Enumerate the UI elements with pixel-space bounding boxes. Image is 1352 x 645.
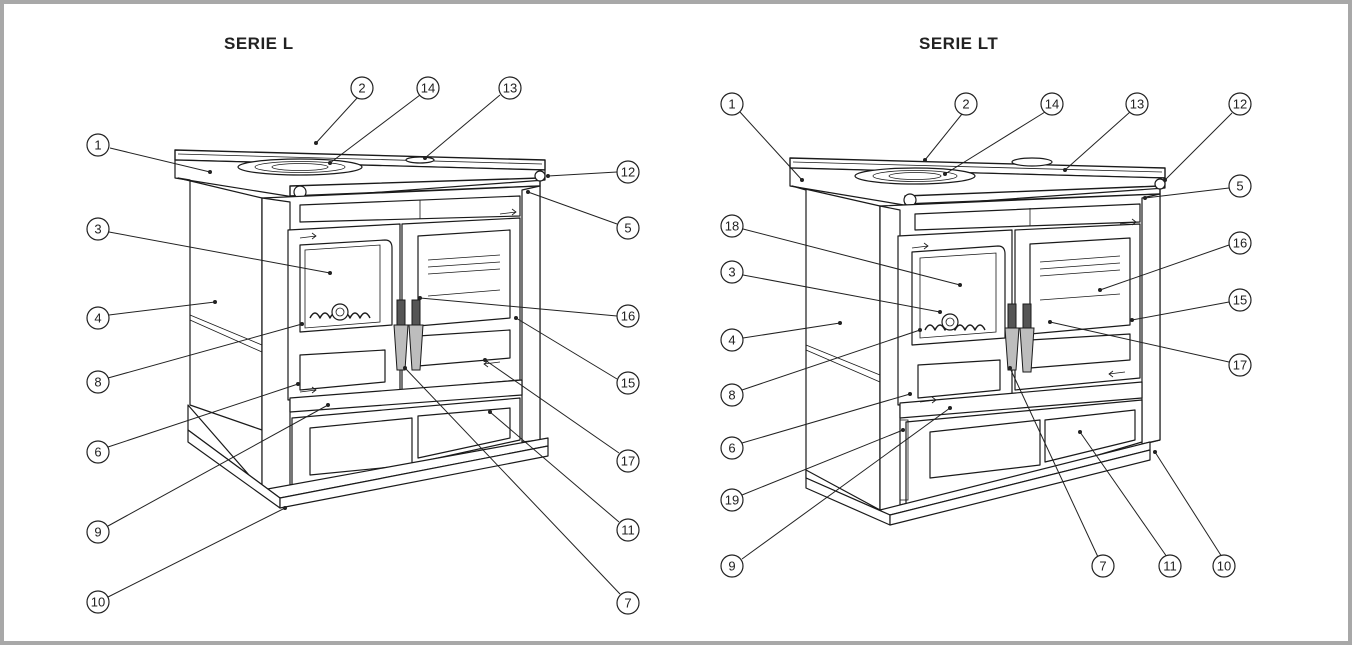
panel-title-serie-l: SERIE L [224, 34, 294, 53]
callout: 11 [1078, 430, 1182, 578]
callout-label: 3 [94, 222, 101, 237]
panel-title-serie-lt: SERIE LT [919, 34, 999, 53]
callout-label: 7 [1099, 559, 1106, 574]
callout-label: 15 [1233, 293, 1247, 308]
callout-label: 6 [728, 441, 735, 456]
callout: 14 [943, 92, 1064, 176]
callout-label: 10 [1217, 559, 1231, 574]
callout-label: 12 [621, 165, 635, 180]
callout: 16 [418, 296, 640, 328]
callout: 18 [720, 214, 962, 287]
callout: 3 [86, 217, 332, 275]
callout: 2 [314, 76, 374, 145]
callout-label: 5 [1236, 179, 1243, 194]
callout-label: 16 [1233, 236, 1247, 251]
callout: 8 [720, 328, 922, 407]
callout-label: 19 [725, 493, 739, 508]
callout-label: 11 [1163, 559, 1177, 574]
callout-label: 17 [1233, 358, 1247, 373]
callout-label: 9 [94, 525, 101, 540]
callout-label: 4 [94, 311, 101, 326]
callout: 9 [720, 406, 952, 578]
callout: 5 [1143, 174, 1252, 200]
callout: 19 [720, 428, 905, 512]
callout: 4 [720, 321, 842, 352]
callout-label: 2 [962, 97, 969, 112]
callout-label: 17 [621, 454, 635, 469]
callout-label: 14 [421, 81, 435, 96]
callout-label: 4 [728, 333, 735, 348]
callout-label: 13 [503, 81, 517, 96]
callout: 6 [86, 382, 300, 464]
stove-serie-lt [789, 157, 1166, 526]
callout-label: 16 [621, 309, 635, 324]
callout: 7 [1008, 366, 1115, 578]
callout-label: 11 [621, 523, 635, 538]
callout: 6 [720, 392, 912, 460]
callout-label: 1 [728, 97, 735, 112]
callout: 10 [1153, 450, 1236, 578]
callout: 13 [423, 76, 522, 160]
callout: 16 [1098, 231, 1252, 292]
callout-label: 8 [94, 375, 101, 390]
callout: 2 [923, 92, 978, 162]
callout: 15 [514, 316, 640, 395]
callout-label: 2 [358, 81, 365, 96]
callout-label: 7 [624, 596, 631, 611]
callout: 7 [403, 366, 640, 615]
callout-label: 8 [728, 388, 735, 403]
callout-label: 18 [725, 219, 739, 234]
callout: 14 [328, 76, 440, 165]
callout: 17 [483, 358, 640, 473]
callout-label: 13 [1130, 97, 1144, 112]
callout: 11 [488, 410, 640, 542]
callout-label: 3 [728, 265, 735, 280]
callout: 4 [86, 300, 217, 330]
callout-label: 10 [91, 595, 105, 610]
stove-serie-l [174, 149, 549, 509]
callout: 9 [86, 403, 330, 544]
callout: 5 [526, 190, 640, 240]
callout: 12 [546, 160, 640, 184]
callout-label: 14 [1045, 97, 1059, 112]
callout-label: 5 [624, 221, 631, 236]
callout-label: 9 [728, 559, 735, 574]
callout-label: 6 [94, 445, 101, 460]
callout: 17 [1048, 320, 1252, 377]
callout: 8 [86, 322, 304, 394]
callouts-serie-lt: 1 2 14 13 12 5 18 [720, 92, 1252, 578]
callout: 10 [86, 506, 287, 614]
callout: 15 [1130, 288, 1252, 322]
callout-label: 12 [1233, 97, 1247, 112]
callout: 1 [720, 92, 804, 182]
callouts-serie-l: 1 2 14 13 12 5 3 [86, 76, 640, 615]
callout: 3 [720, 260, 942, 314]
callout-label: 1 [94, 138, 101, 153]
callout-label: 15 [621, 376, 635, 391]
callout: 1 [86, 133, 212, 174]
callout: 13 [1063, 92, 1149, 172]
callout: 12 [1163, 92, 1252, 182]
